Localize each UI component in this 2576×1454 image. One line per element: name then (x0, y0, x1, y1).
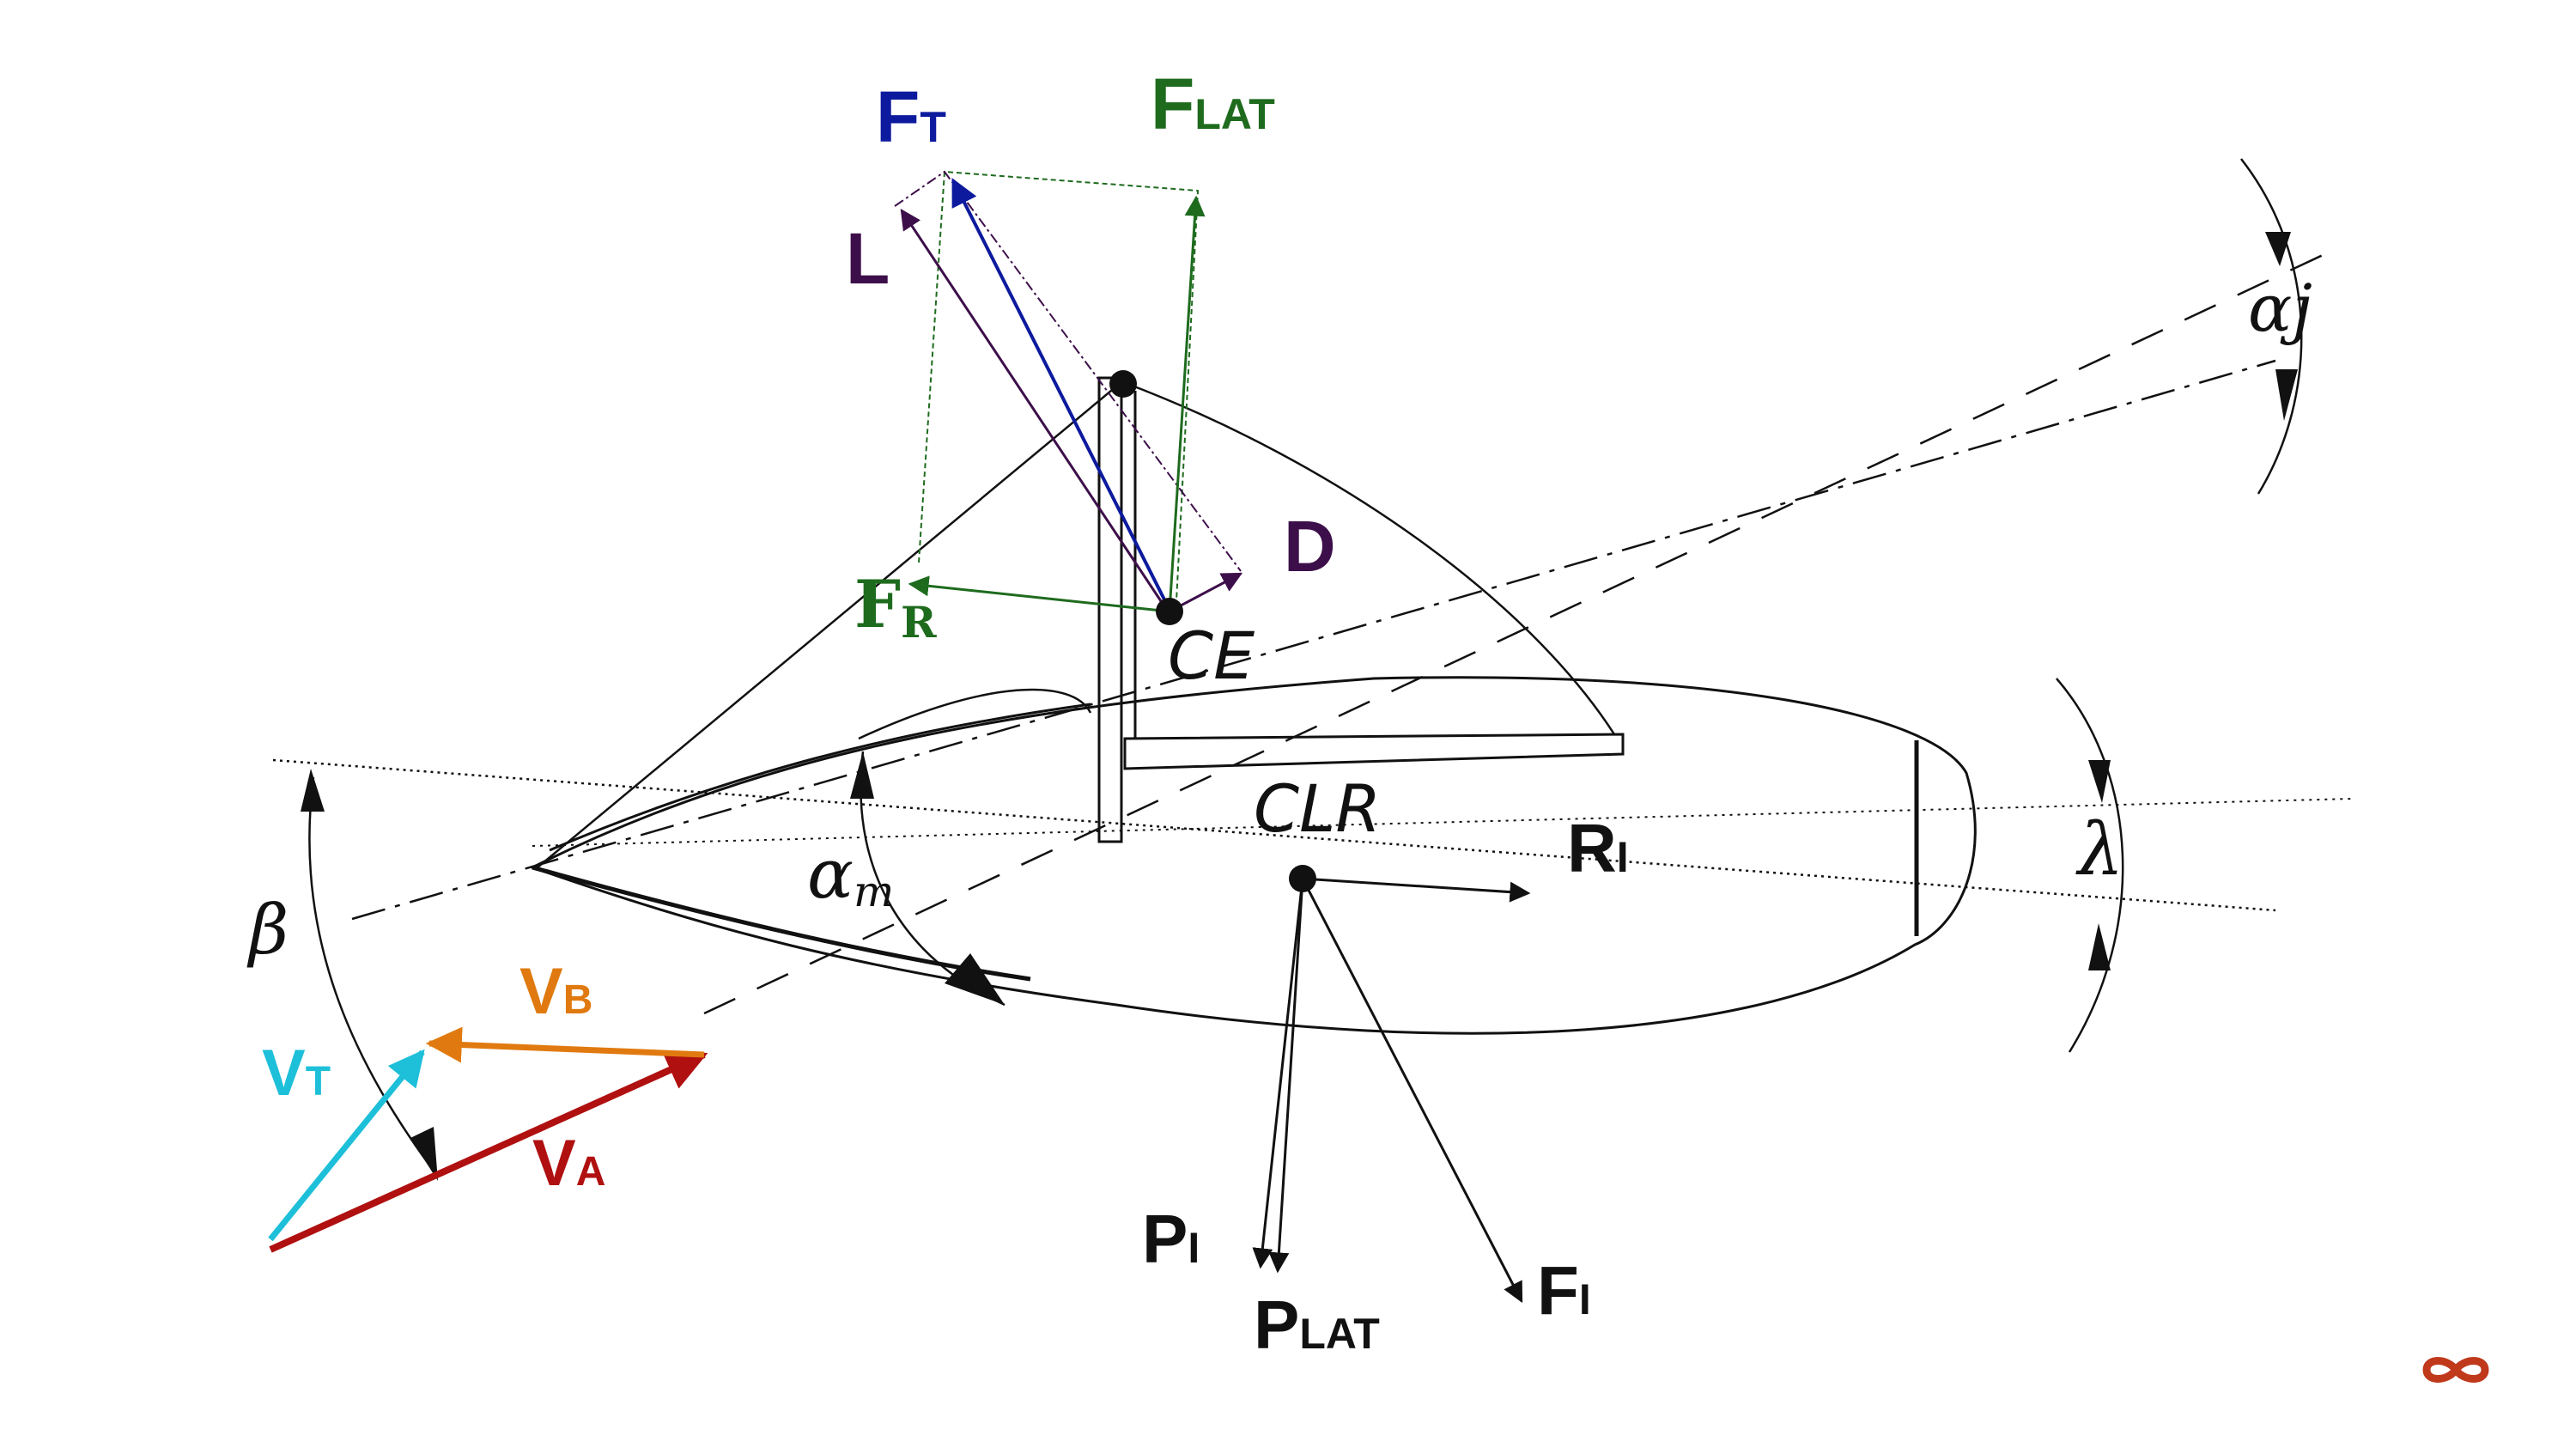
mast (1097, 376, 1123, 843)
vt-label: VT (262, 1037, 331, 1110)
hull-keel-line (532, 865, 1031, 982)
pi-arrow (1252, 878, 1304, 1269)
flat-label: FLAT (1151, 64, 1275, 144)
flat-arrow (1168, 195, 1206, 612)
apparent-wind-line (703, 247, 2336, 1015)
boom-dashdot-line (351, 359, 2276, 921)
ce-label: CE (1168, 617, 1255, 694)
beta-arrowhead-top (301, 769, 325, 812)
beta-arc (308, 776, 440, 1177)
mainsail-leech (1122, 380, 1616, 735)
pi-label: PI (1142, 1201, 1200, 1277)
lambda-arrowhead-top (2088, 760, 2111, 803)
waterline-reference (272, 758, 2276, 912)
hull-outline (529, 676, 1977, 1035)
plat-label: PLAT (1254, 1287, 1380, 1363)
bow-curve (858, 688, 1092, 740)
l-label: L (846, 218, 890, 299)
clr-label: CLR (1254, 770, 1381, 847)
vb-label: VB (519, 955, 592, 1028)
lambda-arc (2056, 678, 2124, 1053)
beta-label: β (246, 890, 289, 970)
va-arrow (269, 1050, 708, 1253)
lambda-label: λ (2075, 807, 2123, 891)
fr-arrow (908, 575, 1170, 613)
forestay (537, 381, 1122, 868)
lambda-arrowhead-bottom (2088, 923, 2111, 970)
alpha-j-arrowhead-bottom (2275, 369, 2298, 421)
vb-arrow (425, 1026, 705, 1063)
boom (1123, 733, 1625, 770)
fr-label: FR (854, 566, 937, 648)
ri-arrow (1302, 877, 1531, 903)
ld-construction-purple (894, 170, 1242, 572)
heading-reference (532, 798, 2354, 847)
clr-point (1289, 865, 1316, 892)
ft-construction-green (918, 170, 1200, 602)
vt-arrow (268, 1049, 425, 1242)
ft-arrow (951, 178, 1171, 611)
plat-arrow (1268, 878, 1304, 1274)
ft-label: FT (876, 76, 946, 157)
alpha-m-arrowhead-bottom (945, 953, 1005, 1005)
fi-arrow (1301, 878, 1523, 1304)
l-arrow (900, 209, 1170, 612)
alpha-m-label: αm (807, 834, 894, 916)
infinity-icon (2422, 1357, 2489, 1383)
deck-line (549, 703, 1091, 852)
fi-label: FI (1537, 1252, 1591, 1329)
alpha-j-arrowhead-top (2265, 232, 2291, 266)
d-label: D (1284, 506, 1336, 587)
ce-point (1156, 598, 1183, 625)
beta-arrowhead-bottom (410, 1127, 438, 1181)
alpha-j-label: αj (2248, 270, 2312, 346)
masthead-point (1109, 370, 1137, 398)
alpha-m-arrowhead-top (850, 751, 874, 799)
ri-label: RI (1567, 810, 1629, 886)
va-label: VA (532, 1127, 605, 1200)
alpha-j-arc (2240, 158, 2303, 495)
